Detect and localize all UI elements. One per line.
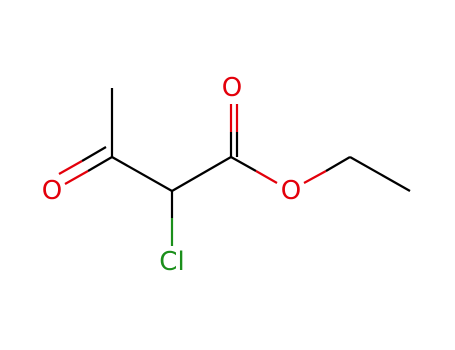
bond-alpha-ester-carbon xyxy=(171,156,232,192)
bond-ethyl-methyl xyxy=(349,156,411,192)
bond-ester-carbonyl-double xyxy=(229,104,239,157)
bond-ester-oxygen-ethyl xyxy=(303,156,351,184)
bond-ketone-alpha-carbon xyxy=(111,156,173,192)
bond-ester-carbon-oxygen xyxy=(230,156,278,184)
atom-o-ester: O xyxy=(281,176,301,206)
atom-o-carbonyl: O xyxy=(222,73,242,103)
atom-o-ketone: O xyxy=(42,176,62,206)
atom-chlorine: Cl xyxy=(159,247,184,277)
bond-ketone-carbonyl-double xyxy=(58,146,113,185)
